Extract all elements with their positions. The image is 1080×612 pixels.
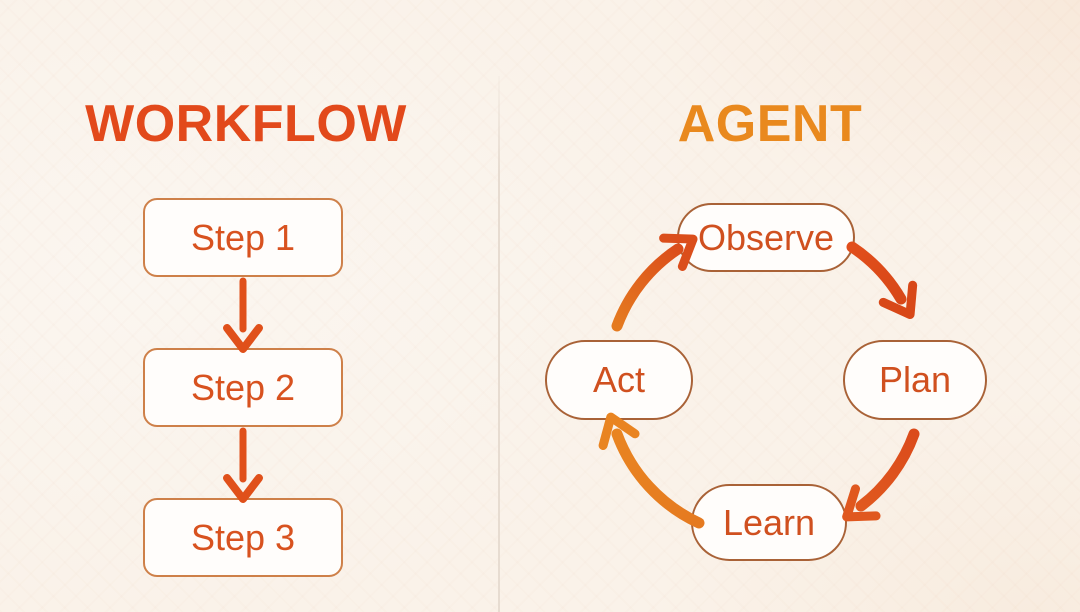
workflow-step-box-1: Step 1 xyxy=(143,198,343,277)
workflow-step-box-2: Step 2 xyxy=(143,348,343,427)
workflow-step-box-3: Step 3 xyxy=(143,498,343,577)
agent-node-observe: Observe xyxy=(677,203,855,272)
agent-title: AGENT xyxy=(677,95,863,153)
cycle-arrow-plan-to-learn-icon xyxy=(842,428,920,522)
agent-node-observe-label: Observe xyxy=(697,216,835,258)
agent-node-act-label: Act xyxy=(592,359,645,400)
agent-node-act: Act xyxy=(545,340,693,420)
workflow-title: WORKFLOW xyxy=(85,95,407,153)
cycle-arrow-learn-to-act-icon xyxy=(598,412,705,529)
workflow-step-label-2: Step 2 xyxy=(190,366,296,408)
agent-node-learn-label: Learn xyxy=(722,501,816,543)
workflow-step-label-3: Step 3 xyxy=(190,516,296,558)
cycle-arrow-act-to-observe-icon xyxy=(611,233,698,332)
workflow-step-label-1: Step 1 xyxy=(190,216,296,258)
agent-node-plan: Plan xyxy=(843,340,987,420)
panel-divider xyxy=(498,76,500,612)
cycle-arrow-observe-to-plan-icon xyxy=(846,241,918,320)
agent-node-learn: Learn xyxy=(691,484,847,561)
agent-node-plan-label: Plan xyxy=(878,359,952,400)
